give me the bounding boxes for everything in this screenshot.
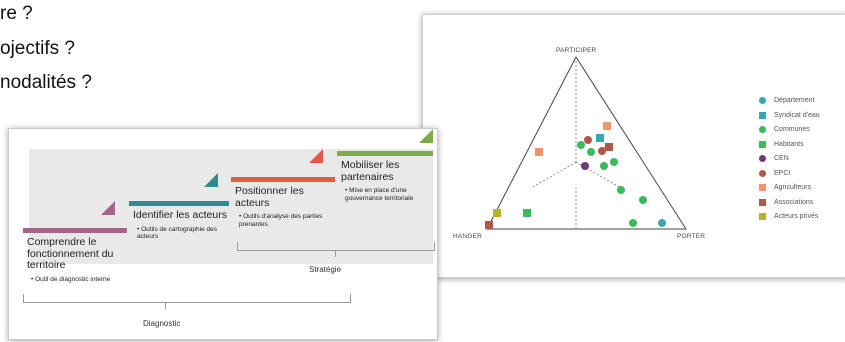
point-epci-1: [584, 136, 592, 144]
legend-marker-square: [759, 213, 766, 220]
point-associations-1: [605, 143, 613, 151]
point-agriculteurs-2: [603, 122, 611, 130]
point-agriculteurs-1: [535, 148, 543, 156]
step-1: Comprendre le fonctionnement du territoi…: [23, 228, 127, 286]
legend-marker-square: [759, 140, 766, 148]
dashed-divider-left: [532, 161, 577, 188]
step-4-bullet: • Mise en place d'une gouvernance territ…: [345, 187, 414, 202]
point-epci-2: [598, 147, 606, 155]
point-syndicat-eau: [596, 134, 604, 142]
step-1-flag: [101, 201, 115, 215]
legend-label: Associations: [774, 198, 814, 206]
step-3-title: Positionner les acteurs: [235, 185, 304, 209]
point-habitants: [523, 209, 531, 217]
point-communes-6: [639, 196, 647, 204]
legend-label: Syndicat d'eau: [774, 111, 820, 119]
step-2-title: Identifier les acteurs: [133, 209, 227, 221]
diagnostic-brace-tick: [165, 302, 166, 309]
point-communes-7: [629, 219, 637, 227]
step-3-bullet: • Outils d'analyse des parties prenantes: [239, 213, 323, 228]
diagnostic-label: Diagnostic: [143, 319, 181, 328]
legend-label: Communes: [774, 126, 810, 133]
point-cen: [581, 162, 589, 170]
stair-diagram-slide: Comprendre le fonctionnement du territoi…: [8, 128, 438, 340]
corner-top-label: PARTICIPER: [556, 47, 597, 54]
strategy-brace-tick: [335, 250, 336, 257]
point-communes-1: [577, 141, 585, 149]
legend-marker-square: [759, 184, 766, 191]
stair-background: [29, 149, 433, 264]
step-4-title: Mobiliser les partenaires: [341, 159, 400, 183]
triangle-frame: [486, 56, 687, 230]
step-1-bullet-text: Outil de diagnostic interne: [35, 275, 111, 283]
point-communes-4: [610, 158, 618, 166]
step-1-title: Comprendre le fonctionnement du territoi…: [27, 236, 114, 272]
step-1-bullet: • Outil de diagnostic interne: [31, 275, 111, 283]
legend-label: EPCI: [774, 169, 791, 177]
point-communes-3: [600, 162, 608, 170]
point-communes-5: [617, 186, 625, 194]
legend-label: Département: [774, 97, 815, 104]
step-3: Positionner les acteurs • Outils d'analy…: [231, 177, 335, 243]
point-departement: [658, 219, 666, 227]
point-acteurs-prives: [493, 209, 501, 217]
question-line-2: ojectifs ?: [0, 38, 75, 59]
corner-right-label: PORTER: [677, 233, 706, 240]
ternary-diagram-slide: PARTICIPER HANGER PORTER Département Syn…: [422, 14, 845, 278]
strategy-label: Stratégie: [309, 265, 342, 274]
step-2-bullet: • Outils de cartographie des acteurs: [137, 225, 217, 241]
diagnostic-brace: [23, 294, 351, 303]
strategy-brace: [237, 242, 435, 251]
question-line-1: re ?: [0, 3, 33, 24]
corner-left-label: HANGER: [453, 233, 483, 240]
step-2-bullet-text: Outils de cartographie des acteurs: [137, 225, 217, 241]
legend-label: Agriculteurs: [774, 184, 811, 191]
ternary-plot: [485, 56, 687, 230]
legend-label: Acteurs privés: [774, 213, 819, 220]
legend-marker-square: [759, 198, 766, 206]
legend-marker-circle: [759, 126, 766, 133]
point-associations-2: [485, 221, 493, 229]
step-3-bullet-text: Outils d'analyse des parties prenantes: [239, 213, 323, 228]
legend-marker-circle: [759, 155, 766, 162]
legend-label: CEN: [774, 155, 789, 162]
legend-label: Habitants: [774, 140, 804, 148]
step-4-bullet-text: Mise en place d'une gouvernance territor…: [345, 187, 414, 202]
step-4: Mobiliser les partenaires • Mise en plac…: [337, 151, 433, 231]
point-communes-2: [587, 148, 595, 156]
step-4-flag: [419, 129, 433, 143]
step-2-flag: [204, 173, 218, 187]
legend-marker-square: [759, 111, 766, 119]
legend-marker-circle: [759, 97, 766, 104]
question-line-3: nodalités ?: [0, 72, 92, 93]
step-3-flag: [309, 149, 323, 163]
step-2: Identifier les acteurs • Outils de carto…: [129, 201, 229, 263]
legend-marker-circle: [759, 169, 766, 177]
